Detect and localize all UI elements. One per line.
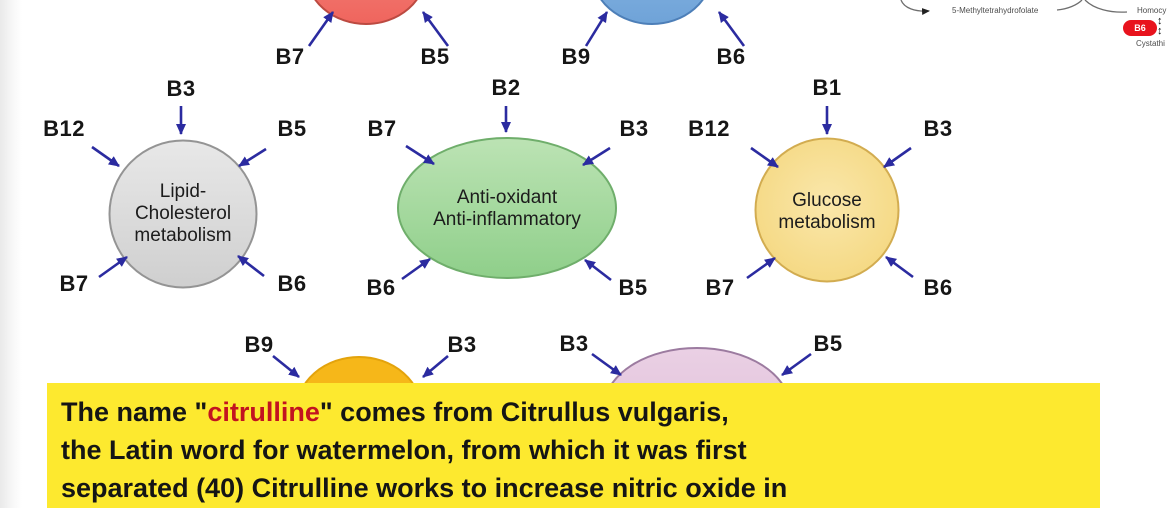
b6-pill-label: B6 bbox=[1134, 23, 1146, 33]
glucose-node bbox=[754, 137, 900, 283]
vitamin-label-b6: B6 bbox=[923, 275, 953, 300]
methyltetrahydrofolate-label: 5-Methyltetrahydrofolate bbox=[952, 6, 1039, 15]
caption-text: The name " bbox=[61, 397, 208, 427]
vitamin-label-b5: B5 bbox=[277, 116, 307, 141]
cystathionine-label: Cystathi bbox=[1136, 39, 1165, 48]
lipid-cholesterol-node bbox=[108, 139, 258, 289]
vitamin-label-b2: B2 bbox=[491, 75, 521, 100]
caption-banner: The name "citrulline" comes from Citrull… bbox=[47, 383, 1100, 508]
vitamin-label-b5: B5 bbox=[813, 331, 843, 356]
arrow-icon bbox=[584, 258, 612, 282]
pathway-curve bbox=[1084, 0, 1128, 13]
vitamin-label-b6: B6 bbox=[716, 44, 746, 69]
vitamin-label-b7: B7 bbox=[59, 271, 89, 296]
vitamin-label-b7: B7 bbox=[367, 116, 397, 141]
vitamin-label-b5: B5 bbox=[618, 275, 648, 300]
vitamin-label-b12: B12 bbox=[43, 116, 85, 141]
vitamin-label-b3: B3 bbox=[447, 332, 477, 357]
lipid-node-label: Lipid- Cholesterol metabolism bbox=[134, 181, 232, 246]
vitamin-label-b7: B7 bbox=[705, 275, 735, 300]
arrow-icon bbox=[421, 11, 450, 47]
b6-pill-badge: B6 bbox=[1123, 20, 1157, 36]
vitamin-label-b6: B6 bbox=[366, 275, 396, 300]
caption-line-1: The name "citrulline" comes from Citrull… bbox=[61, 393, 1100, 431]
vitamin-label-b6: B6 bbox=[277, 271, 307, 296]
blue-ellipse-node bbox=[600, 0, 704, 25]
caption-highlight-citrulline: citrulline bbox=[207, 397, 320, 427]
vitamin-label-b3: B3 bbox=[166, 76, 196, 101]
arrow-icon bbox=[781, 352, 812, 377]
vitamin-arrows bbox=[91, 11, 914, 379]
caption-text: " comes from Citrullus vulgaris, bbox=[319, 397, 729, 427]
vitamin-label-b9: B9 bbox=[244, 332, 274, 357]
page-edge bbox=[0, 0, 22, 508]
antioxidant-node bbox=[397, 137, 617, 279]
arrow-icon bbox=[717, 11, 746, 47]
arrow-icon bbox=[883, 146, 912, 169]
arrow-icon bbox=[746, 256, 776, 280]
caption-line-2: the Latin word for watermelon, from whic… bbox=[61, 435, 747, 465]
arrow-icon bbox=[591, 352, 622, 377]
arrow-icon bbox=[98, 255, 128, 279]
caption-line-3: separated (40) Citrulline works to incre… bbox=[61, 473, 788, 503]
arrow-icon bbox=[885, 255, 914, 279]
arrow-icon bbox=[238, 147, 267, 168]
updown-arrows-icon: ↕↕ bbox=[1157, 15, 1163, 37]
arrow-icon bbox=[401, 257, 431, 281]
glucose-node-label: Glucose metabolism bbox=[778, 190, 876, 233]
arrow-icon bbox=[237, 254, 265, 278]
arrow-icon bbox=[307, 11, 335, 47]
vitamin-label-b1: B1 bbox=[812, 75, 842, 100]
red-ellipse-node bbox=[314, 0, 418, 25]
pathway-curve bbox=[1056, 0, 1083, 11]
antioxidant-node-label: Anti-oxidant Anti-inflammatory bbox=[433, 187, 581, 230]
arrow-icon bbox=[91, 145, 120, 168]
pathway-curves bbox=[900, 0, 1128, 15]
arrow-icon bbox=[582, 146, 611, 167]
vitamin-label-b3: B3 bbox=[559, 331, 589, 356]
pathway-arrow-icon bbox=[900, 0, 930, 15]
vitamin-label-b5: B5 bbox=[420, 44, 450, 69]
arrow-icon bbox=[584, 11, 609, 47]
arrow-icon bbox=[750, 146, 779, 169]
arrow-icon bbox=[422, 355, 449, 378]
arrow-icon bbox=[405, 144, 435, 166]
homocysteine-label: Homocy bbox=[1137, 6, 1167, 15]
vitamin-label-b3: B3 bbox=[619, 116, 649, 141]
vitamin-label-b7: B7 bbox=[275, 44, 305, 69]
vitamin-label-b12: B12 bbox=[688, 116, 730, 141]
arrow-icon bbox=[272, 354, 300, 379]
vitamin-label-b3: B3 bbox=[923, 116, 953, 141]
vitamin-label-b9: B9 bbox=[561, 44, 591, 69]
